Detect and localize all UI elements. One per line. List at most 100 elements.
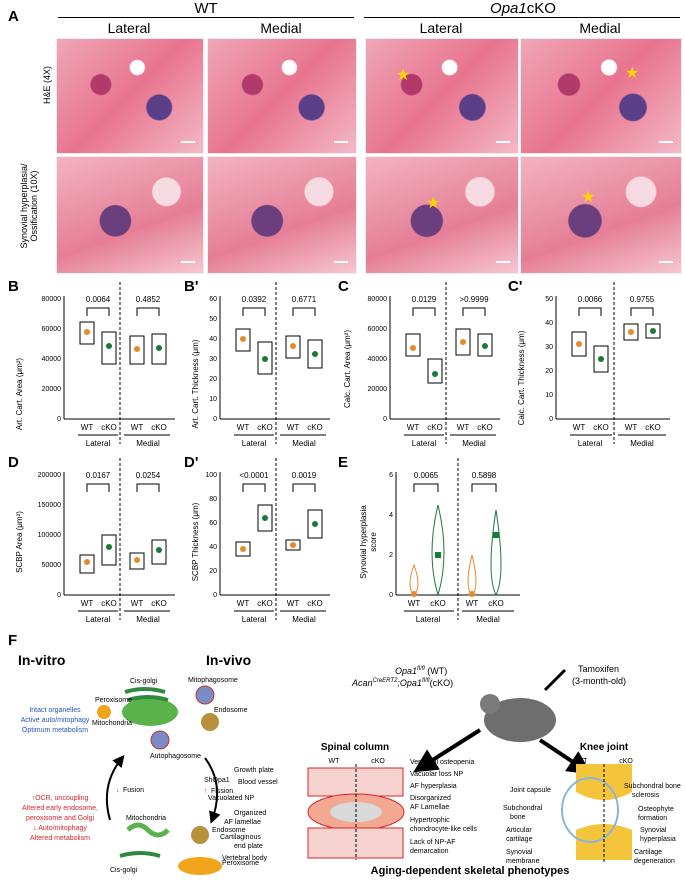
chart-d-bracket	[136, 483, 160, 492]
cko-lateral-label: Lateral	[419, 20, 463, 36]
chart-b: Art. Cart. Area (μm²) 0 20000 40000 6000…	[15, 282, 175, 448]
chart-c2-tick: 30	[545, 344, 553, 351]
syn-cko-lateral-image: ★	[365, 156, 519, 274]
spinal-title: Spinal column	[321, 742, 389, 753]
panel-letter-a: A	[8, 8, 19, 25]
autophagosome-icon	[150, 730, 170, 750]
chart-e-violin	[431, 504, 445, 597]
chart-b2-ylabel: Art. Cart. Thickness (μm)	[191, 339, 200, 428]
chart-e-tick: 4	[389, 512, 393, 519]
chart-c2-xtick: WT	[625, 423, 638, 432]
chart-c2-tick: 40	[545, 320, 553, 327]
cell-label: Peroxisome	[95, 697, 132, 704]
chart-c2-bracket	[578, 307, 602, 316]
spine-left-label: Growth plate	[234, 767, 274, 774]
chart-b2-point	[262, 356, 268, 362]
chart-d2: SCBP Thickness (μm) 0 20 40 60 80 100 <0…	[191, 458, 330, 624]
golgi-icon	[127, 695, 169, 702]
chart-c-xtick: cKO	[477, 423, 493, 432]
spine-cko-label: cKO	[371, 758, 385, 765]
chart-c-xtick: WT	[407, 423, 420, 432]
chart-b2-tick: 20	[209, 376, 217, 383]
chart-e-group: Lateral	[416, 615, 441, 624]
knee-right-label: Osteophyte	[638, 806, 674, 813]
chart-d2-group: Lateral	[242, 615, 267, 624]
panel-letter-b: B	[8, 278, 19, 295]
chart-d2-pvalue: 0.0019	[292, 471, 317, 480]
spine-left-label: Vacuolated NP	[208, 795, 255, 802]
chart-c-ylabel: Calc. Cart. Area (μm²)	[343, 330, 352, 408]
chart-c2-tick: 0	[549, 416, 553, 423]
chart-d-point	[106, 544, 112, 550]
chart-d2-point	[312, 521, 318, 527]
chart-e-point	[411, 591, 417, 597]
chart-d-tick: 150000	[38, 502, 61, 509]
chart-b-point	[84, 329, 90, 335]
chart-d2-xtick: WT	[237, 599, 250, 608]
he-cko-lateral-image: ★	[365, 38, 519, 154]
chart-c-group: Lateral	[412, 439, 437, 448]
healthy-item: Intact organelles	[29, 707, 81, 714]
panel-letter-d2: D'	[184, 454, 199, 471]
chart-d2-point	[290, 542, 296, 548]
chart-e-point	[469, 591, 475, 597]
chart-d-xtick: WT	[131, 599, 144, 608]
panel-letter-b2: B'	[184, 278, 199, 295]
knee-right-label: Synovial	[640, 827, 667, 834]
chart-d2-xtick: cKO	[257, 599, 273, 608]
chart-b-xtick: cKO	[151, 423, 167, 432]
fission-label-b: Fission	[211, 788, 233, 795]
fission-up-icon: ↑	[204, 788, 208, 795]
spine-right-label: demarcation	[410, 848, 449, 855]
chart-c2-xtick: WT	[573, 423, 586, 432]
chart-e-violin	[409, 563, 419, 596]
chart-b2-pvalue: 0.0392	[242, 295, 267, 304]
chart-c-xtick: cKO	[427, 423, 443, 432]
spine-left-label: Organized	[234, 810, 266, 817]
cell-label: Cis-golgi	[110, 867, 138, 874]
healthy-summary: Intact organelles Active auto/mitophagy …	[8, 706, 102, 736]
cell-label: Mitophagosome	[188, 677, 238, 684]
chart-e-pvalue: 0.5898	[472, 471, 497, 480]
panel-letter-f: F	[8, 632, 18, 649]
syn-wt-medial-image	[207, 156, 357, 274]
spine-right-label: Hypertrophic	[410, 817, 450, 824]
wt-medial-label: Medial	[260, 20, 302, 36]
charts-svg: Art. Cart. Area (μm²) 0 20000 40000 6000…	[15, 282, 670, 624]
chart-d-tick: 0	[57, 592, 61, 599]
chart-b2-point	[312, 351, 318, 357]
chart-c-tick: 60000	[368, 326, 388, 333]
chart-c2-bracket	[630, 307, 654, 316]
chart-d-point	[156, 547, 162, 553]
chart-d: SCBP Area (μm²) 0 50000 100000 150000 20…	[15, 458, 175, 624]
fusion-label: Fusion	[123, 787, 144, 794]
knee-right-label: formation	[638, 815, 667, 822]
wt-header: WT	[194, 0, 218, 17]
chart-c2-group: Lateral	[578, 439, 603, 448]
knee-schematic: Knee joint WT cKO Joint capsule Subchond…	[503, 742, 681, 865]
chart-c2-xtick: cKO	[593, 423, 609, 432]
syringe-icon	[543, 668, 567, 692]
chart-c-pvalue: 0.0129	[412, 295, 437, 304]
chart-e-tick: 6	[389, 472, 393, 479]
peroxisome-icon	[178, 857, 222, 875]
chart-e-ylabel: Synovial hyperplasia	[359, 505, 368, 579]
chart-b2-bracket	[292, 307, 316, 316]
he-wt-lateral-image	[56, 38, 204, 154]
chart-b2-tick: 50	[209, 316, 217, 323]
chart-c2-point	[576, 341, 582, 347]
chart-d2-bracket	[242, 483, 266, 492]
chart-b-ylabel: Art. Cart. Area (μm²)	[15, 358, 24, 431]
invivo-title: In-vivo	[206, 652, 252, 668]
chart-b2-group: Lateral	[242, 439, 267, 448]
tamoxifen-age: (3-month-old)	[572, 676, 626, 686]
arrow-to-spine	[413, 728, 482, 773]
chart-b2-pvalue: 0.6771	[292, 295, 317, 304]
chart-c2: Calc. Cart. Thickness (μm) 0 10 20 30 40…	[517, 282, 670, 448]
spine-left-label: Blood vessel	[238, 779, 278, 786]
panel-letter-c2: C'	[508, 278, 523, 295]
chart-c-point	[482, 343, 488, 349]
spine-left-label: end plate	[234, 843, 263, 850]
chart-e-xtick: cKO	[488, 599, 504, 608]
chart-c2-tick: 10	[545, 392, 553, 399]
